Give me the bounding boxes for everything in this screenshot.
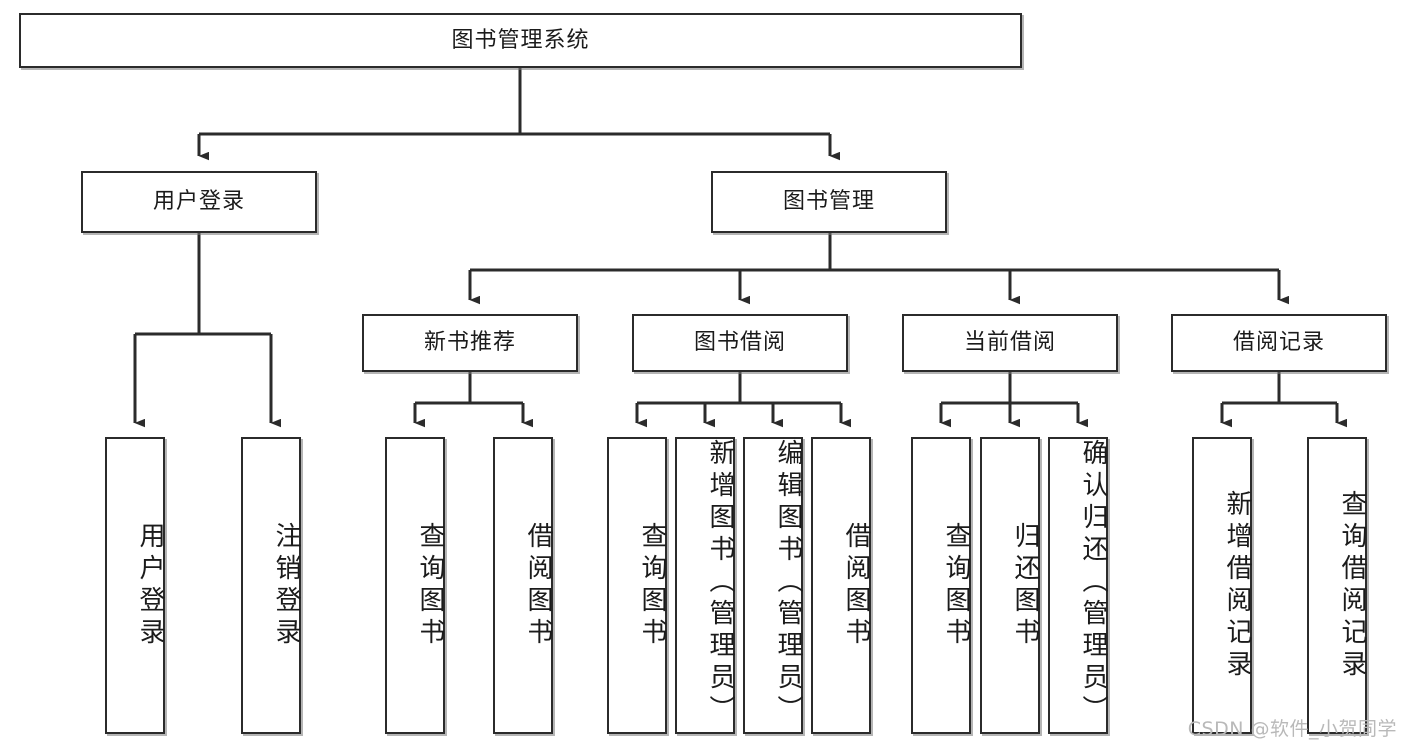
- node-leaf-edit-book-label: 编辑图书（管理员）: [773, 439, 803, 727]
- node-current-borrow[interactable]: 当前借阅: [902, 314, 1118, 372]
- node-leaf-logout[interactable]: 注销登录: [241, 437, 301, 734]
- node-leaf-edit-book[interactable]: 编辑图书（管理员）: [743, 437, 803, 734]
- node-leaf-add-record-label: 新增借阅记录: [1222, 489, 1252, 682]
- node-leaf-query-book-3-label: 查询图书: [941, 521, 971, 650]
- node-borrow-record[interactable]: 借阅记录: [1171, 314, 1387, 372]
- node-leaf-logout-label: 注销登录: [271, 521, 301, 650]
- node-leaf-query-book-2-label: 查询图书: [637, 521, 667, 650]
- node-leaf-borrow-book-2-label: 借阅图书: [841, 521, 871, 650]
- node-borrow-record-label: 借阅记录: [1232, 330, 1325, 356]
- node-leaf-query-book-3[interactable]: 查询图书: [911, 437, 971, 734]
- node-leaf-add-book[interactable]: 新增图书（管理员）: [675, 437, 735, 734]
- node-current-borrow-label: 当前借阅: [963, 330, 1056, 356]
- node-leaf-query-record[interactable]: 查询借阅记录: [1307, 437, 1367, 734]
- node-user-login-label: 用户登录: [152, 189, 245, 215]
- node-user-login[interactable]: 用户登录: [81, 171, 317, 233]
- node-leaf-query-book-1-label: 查询图书: [415, 521, 445, 650]
- node-book-borrow[interactable]: 图书借阅: [632, 314, 848, 372]
- node-book-manage-label: 图书管理: [782, 189, 875, 215]
- node-leaf-query-record-label: 查询借阅记录: [1337, 489, 1367, 682]
- node-root[interactable]: 图书管理系统: [19, 13, 1022, 68]
- csdn-watermark: CSDN @软件_小贺同学: [1187, 718, 1397, 740]
- node-leaf-confirm-return[interactable]: 确认归还（管理员）: [1048, 437, 1108, 734]
- node-leaf-return-book-label: 归还图书: [1010, 521, 1040, 650]
- node-new-book-rec[interactable]: 新书推荐: [362, 314, 578, 372]
- node-new-book-rec-label: 新书推荐: [423, 330, 516, 356]
- node-leaf-borrow-book-2[interactable]: 借阅图书: [811, 437, 871, 734]
- node-leaf-borrow-book-1-label: 借阅图书: [523, 521, 553, 650]
- node-root-label: 图书管理系统: [451, 27, 590, 53]
- node-leaf-query-book-2[interactable]: 查询图书: [607, 437, 667, 734]
- node-leaf-add-book-label: 新增图书（管理员）: [705, 439, 735, 727]
- node-book-manage[interactable]: 图书管理: [711, 171, 947, 233]
- node-leaf-add-record[interactable]: 新增借阅记录: [1192, 437, 1252, 734]
- node-book-borrow-label: 图书借阅: [693, 330, 786, 356]
- node-leaf-user-login[interactable]: 用户登录: [105, 437, 165, 734]
- node-leaf-return-book[interactable]: 归还图书: [980, 437, 1040, 734]
- node-leaf-query-book-1[interactable]: 查询图书: [385, 437, 445, 734]
- node-leaf-borrow-book-1[interactable]: 借阅图书: [493, 437, 553, 734]
- node-leaf-user-login-label: 用户登录: [135, 521, 165, 650]
- node-leaf-confirm-return-label: 确认归还（管理员）: [1078, 439, 1108, 727]
